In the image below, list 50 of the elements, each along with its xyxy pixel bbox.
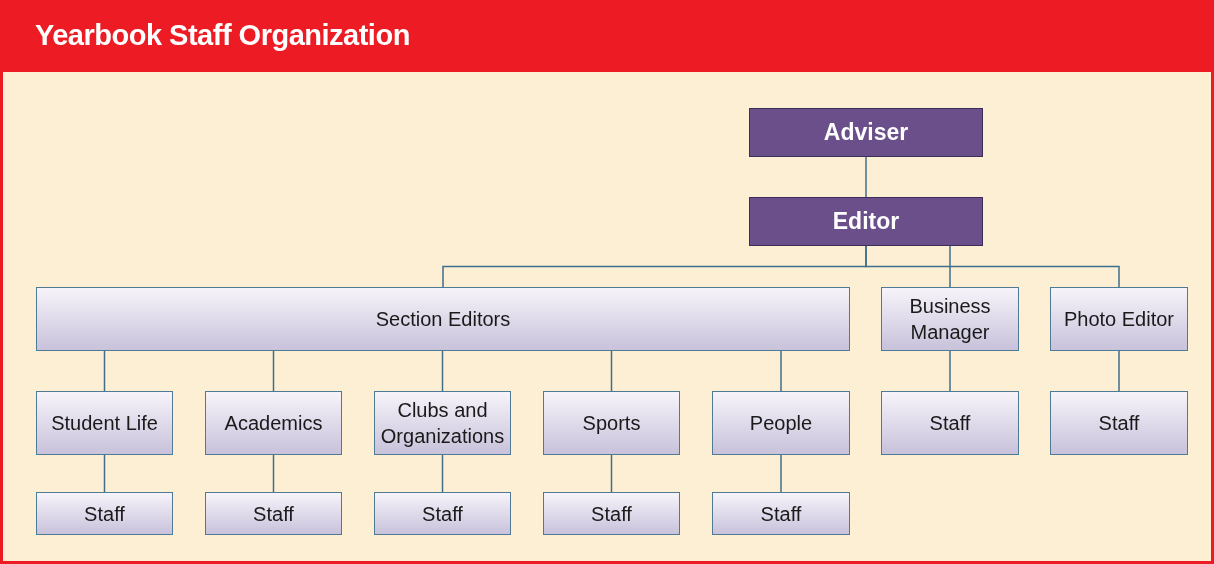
connector-line [865,245,1120,288]
box-label: Photo Editor [1063,307,1175,332]
connector-line [1118,350,1120,392]
connector-line [610,454,613,493]
org-box [36,492,173,535]
connector-line [272,454,275,493]
org-box [712,391,850,455]
org-box [881,287,1019,351]
box-label: Editor [832,207,900,237]
box-label: People [749,411,813,436]
box-label: Staff [422,501,463,527]
org-box [749,108,983,157]
org-box [36,391,173,455]
connector-line [441,350,444,392]
box-label: Staff [253,501,294,527]
org-box [374,391,511,455]
connector-line [780,454,782,493]
org-box [749,197,983,246]
box-label: Academics [224,411,323,436]
org-box [205,391,342,455]
connector-line [949,350,951,392]
box-label: Section Editors [375,307,511,332]
org-box [1050,287,1188,351]
org-box [205,492,342,535]
org-box [36,287,850,351]
connector-line [441,454,444,493]
box-label: Staff [760,501,802,527]
connector-line [780,350,782,392]
org-box [1050,391,1188,455]
connector-line [103,454,106,493]
box-label: Staff [84,501,125,527]
box-label: Adviser [823,118,909,148]
box-label: Student Life [51,411,158,436]
box-label: Staff [929,411,971,436]
box-label: Staff [591,501,632,527]
connector-line [949,245,951,288]
org-box [543,492,680,535]
box-label: Business Manager [908,294,992,345]
connector-line [272,350,275,392]
org-box [881,391,1019,455]
connector-line [103,350,106,392]
connector-line [610,350,613,392]
org-box [374,492,511,535]
org-box [712,492,850,535]
title: Yearbook Staff Organization [35,18,410,54]
box-label: Staff [1098,411,1140,436]
org-box [543,391,680,455]
connector-line [865,156,867,198]
box-label: Sports [582,411,641,436]
box-label: Clubs and Organizations [379,398,506,449]
